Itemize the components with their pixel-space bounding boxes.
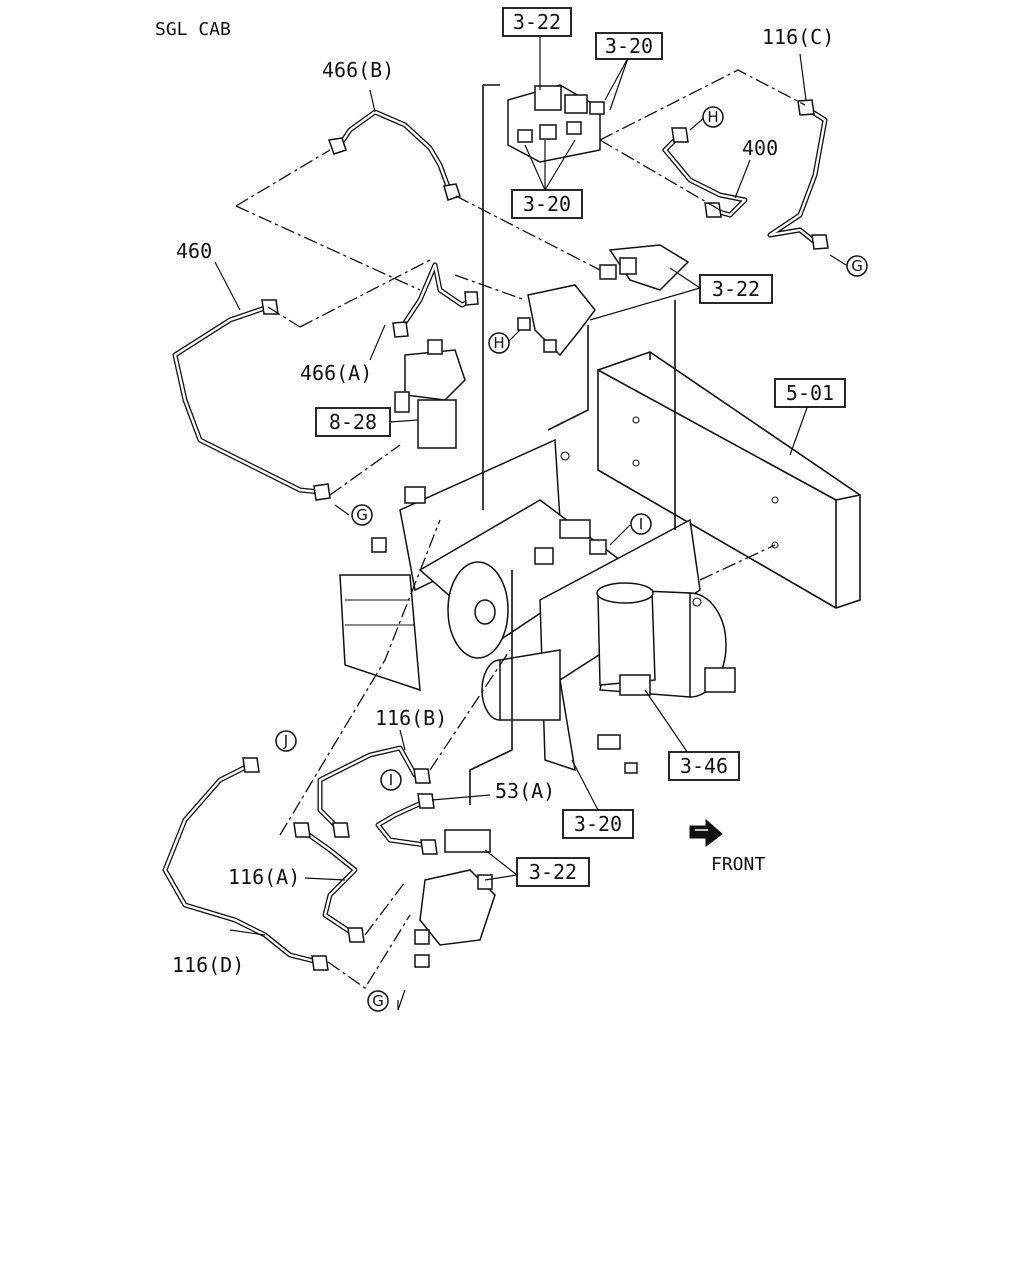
pipe-400 [662, 127, 748, 218]
pipe-53a [375, 793, 438, 855]
pipe-116c [767, 99, 829, 250]
frame-rail [597, 351, 861, 609]
svg-text:H: H [707, 108, 718, 126]
ref-box-3-22-right: 3-22 [699, 274, 773, 304]
ref-box-5-01: 5-01 [774, 378, 846, 408]
ref-box-label: 3-20 [574, 812, 622, 836]
label-53a: 53(A) [495, 779, 555, 803]
ref-box-label: 5-01 [786, 381, 834, 405]
pipe-116d [162, 757, 329, 971]
tank-assembly [339, 84, 736, 805]
diagram-title: SGL CAB [155, 19, 231, 40]
ref-box-3-20-topright: 3-20 [595, 32, 663, 60]
ref-box-label: 3-46 [680, 754, 728, 778]
label-116d: 116(D) [172, 953, 244, 977]
pipe-460 [172, 299, 331, 501]
ref-box-3-22-bottom: 3-22 [516, 857, 590, 887]
pipe-116b [317, 745, 431, 838]
marker-g-top: G [846, 255, 868, 277]
ref-box-label: 3-20 [605, 34, 653, 58]
marker-i-mid: I [630, 513, 652, 535]
pipe-466a [392, 262, 479, 338]
label-466a: 466(A) [300, 361, 372, 385]
svg-text:J: J [283, 732, 288, 750]
ref-box-label: 3-20 [523, 192, 571, 216]
marker-h-top: H [702, 106, 724, 128]
svg-text:H: H [493, 334, 504, 352]
ref-box-8-28: 8-28 [315, 407, 391, 437]
label-466b: 466(B) [322, 58, 394, 82]
ref-box-label: 3-22 [513, 10, 561, 34]
reference-lines [235, 69, 806, 989]
bottom-valve [414, 829, 496, 968]
ref-box-3-20-bottom: 3-20 [562, 809, 634, 839]
leader-lines [214, 32, 847, 1011]
label-400: 400 [742, 136, 778, 160]
ref-box-3-22-top: 3-22 [502, 7, 572, 37]
mid-valve [517, 284, 596, 357]
label-116c: 116(C) [762, 25, 834, 49]
pipe-466b [327, 109, 461, 201]
svg-text:G: G [851, 257, 863, 275]
label-460: 460 [176, 239, 212, 263]
bracket-8-28 [394, 339, 466, 449]
top-valve [507, 84, 605, 163]
marker-h-left: H [488, 332, 510, 354]
ref-box-label: 3-22 [712, 277, 760, 301]
label-116a: 116(A) [228, 865, 300, 889]
marker-i-bottom: I [380, 769, 402, 791]
ref-box-3-20-mid: 3-20 [511, 189, 583, 219]
svg-text:I: I [389, 771, 393, 789]
svg-text:G: G [372, 992, 384, 1010]
label-116b: 116(B) [375, 706, 447, 730]
right-valve [599, 244, 690, 291]
ref-box-label: 8-28 [329, 410, 377, 434]
ref-box-3-46: 3-46 [668, 751, 740, 781]
svg-text:G: G [356, 506, 368, 524]
marker-g-left: G [351, 504, 373, 526]
svg-text:I: I [639, 515, 643, 533]
front-arrow-icon [689, 818, 723, 847]
marker-g-bottom: G [367, 990, 389, 1012]
marker-j-bottom: J [275, 730, 297, 752]
pipe-116a [293, 822, 365, 943]
ref-box-label: 3-22 [529, 860, 577, 884]
front-label: FRONT [711, 854, 765, 875]
